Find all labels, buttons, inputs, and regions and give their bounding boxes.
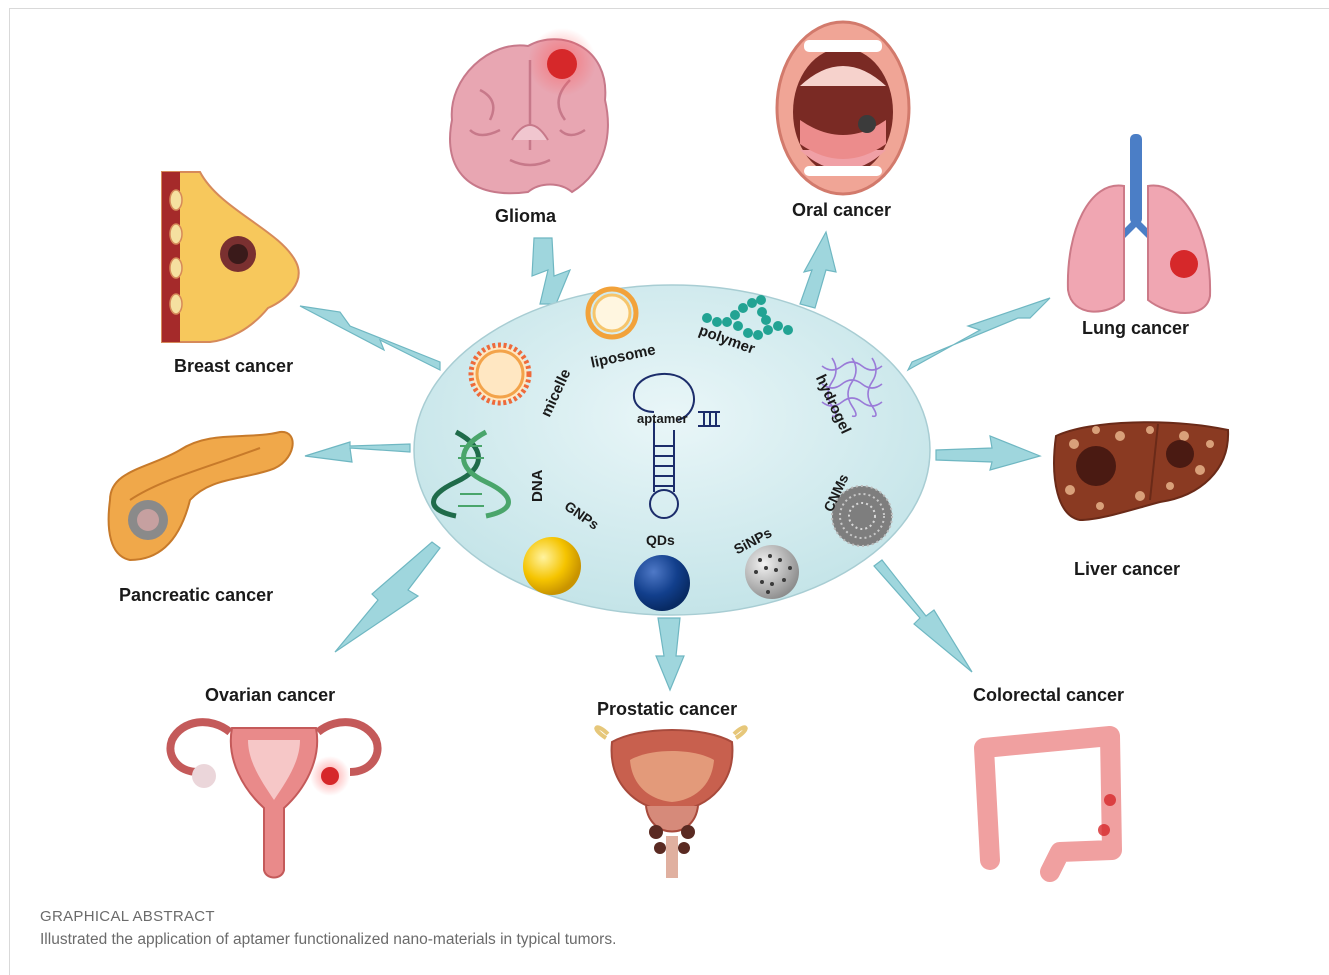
glioma-label: Glioma: [495, 206, 557, 226]
mouth-icon: [777, 22, 909, 194]
colorectal-cancer-label: Colorectal cancer: [973, 685, 1124, 705]
uterus-icon: [170, 722, 377, 877]
qds-label: QDs: [646, 532, 675, 548]
caption-text: Illustrated the application of aptamer f…: [40, 931, 616, 949]
graphical-abstract-figure: liposome polymer micelle hydrogel DNA: [0, 0, 1329, 900]
pancreatic-cancer-label: Pancreatic cancer: [119, 585, 273, 605]
arrow-to-lung: [908, 298, 1050, 370]
lungs-icon: [1068, 134, 1210, 313]
breast-cancer-label: Breast cancer: [174, 356, 293, 376]
dna-label: DNA: [529, 469, 546, 502]
arrow-to-liver: [936, 436, 1040, 470]
aptamer-label: aptamer: [637, 411, 688, 426]
gnps-icon: [523, 537, 581, 595]
caption-title: GRAPHICAL ABSTRACT: [40, 908, 215, 925]
arrow-to-glioma: [532, 238, 570, 304]
qds-icon: [634, 555, 690, 611]
pancreas-icon: [109, 432, 293, 560]
arrow-to-prostatic: [656, 618, 684, 690]
micelle-icon: [471, 345, 529, 403]
ovarian-cancer-label: Ovarian cancer: [205, 685, 335, 705]
liposome-icon: [588, 289, 636, 337]
liver-icon: [1054, 422, 1228, 520]
arrow-to-pancreatic: [305, 442, 410, 462]
arrow-to-oral: [800, 232, 836, 308]
brain-icon: [450, 28, 608, 193]
arrow-to-colorectal: [874, 560, 972, 672]
sinps-icon: [745, 545, 799, 599]
arrow-to-breast: [300, 306, 440, 370]
liver-cancer-label: Liver cancer: [1074, 559, 1180, 579]
arrow-to-ovarian: [335, 542, 440, 652]
lung-cancer-label: Lung cancer: [1082, 318, 1189, 338]
oral-cancer-label: Oral cancer: [792, 200, 891, 220]
prostatic-cancer-label: Prostatic cancer: [597, 699, 737, 719]
prostate-icon: [596, 727, 745, 878]
breast-icon: [162, 172, 299, 342]
colon-icon: [984, 736, 1112, 872]
